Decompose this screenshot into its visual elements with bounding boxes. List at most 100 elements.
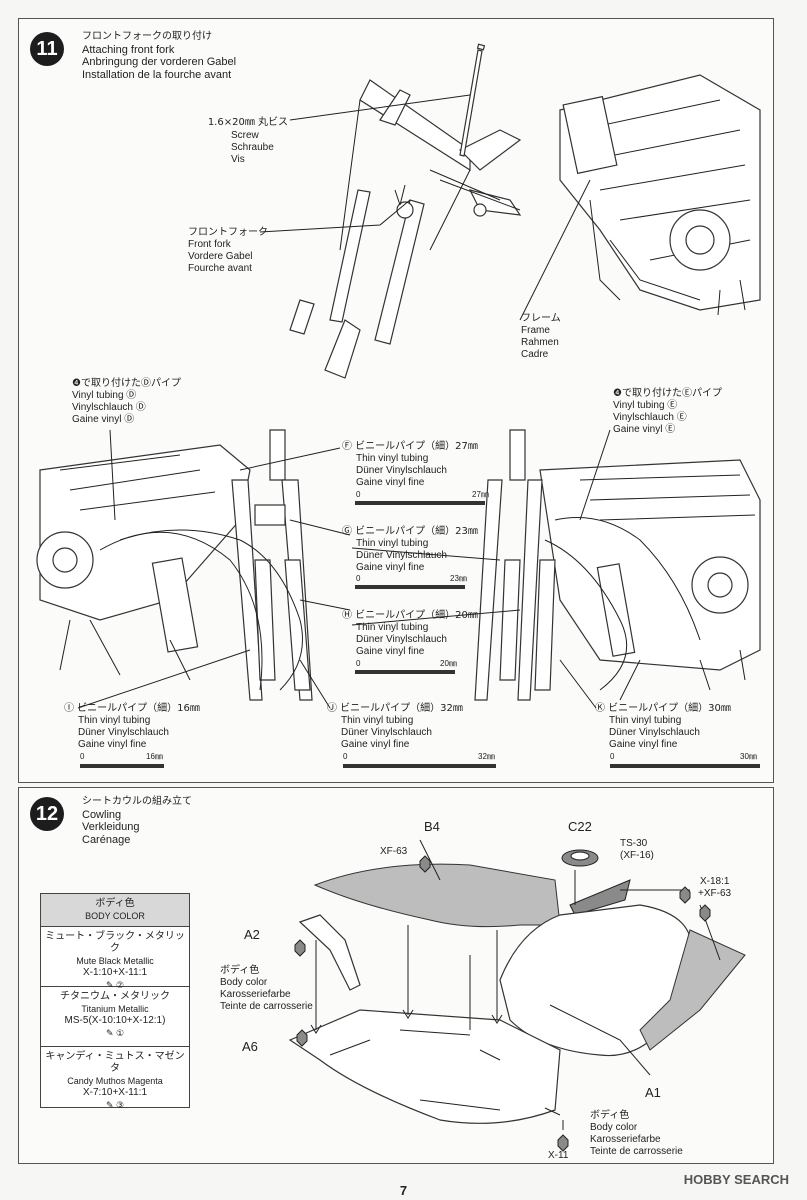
tube-k-label-jp: Ⓚ ビニールパイプ（細）30㎜ (595, 703, 731, 714)
label-mix2: +XF-63 (698, 888, 732, 899)
tube-h-label-en: Thin vinyl tubing (356, 622, 429, 633)
tube-f-length: 27㎜ (472, 490, 489, 499)
tube-h-label-jp: Ⓗ ビニールパイプ（細）20㎜ (342, 610, 478, 621)
brush-icon: ✎ (105, 1100, 116, 1110)
color-ref-number: ② (115, 980, 125, 990)
tube-j-label-jp: Ⓙ ビニールパイプ（細）32㎜ (327, 703, 463, 714)
body-color-row: キャンディ・ミュトス・マゼンタ Candy Muthos Magenta X-7… (41, 1047, 189, 1110)
color-ref: ✎ ① (41, 1027, 189, 1039)
paint-marker-tail2 (699, 904, 711, 922)
tube-i-ruler (80, 764, 164, 768)
tube-f-label-de: Düner Vinylschlauch (356, 465, 447, 476)
front-fork-label-en: Front fork (188, 239, 231, 250)
color-name-jp: ミュート・ブラック・メタリック (45, 931, 185, 954)
screw-label: 1.6×20㎜ 丸ビス (178, 117, 288, 129)
watermark: HOBBY SEARCH (683, 1172, 789, 1187)
color-mix: X-7:10+X-11:1 (82, 1087, 148, 1098)
body-color-row: ミュート・ブラック・メタリック Mute Black Metallic X-1:… (41, 927, 189, 990)
page-number: 7 (399, 1183, 408, 1198)
body-color-left-fr: Teinte de carrosserie (220, 1001, 313, 1012)
color-name-en: Mute Black Metallic (76, 956, 154, 966)
paint-marker-a2 (294, 939, 306, 957)
step-11-title: フロントフォークの取り付け Attaching front fork Anbri… (82, 31, 236, 81)
body-color-right-jp: ボディ色 (590, 1110, 630, 1121)
tube-f-ruler (355, 501, 485, 505)
a2-part (298, 914, 361, 991)
body-color-header-en: BODY COLOR (85, 911, 145, 921)
color-mix: MS-5(X-10:10+X-12:1) (64, 1015, 166, 1026)
front-fork-label-jp: フロントフォーク (188, 227, 268, 238)
seat-part (313, 863, 561, 928)
body-color-left-jp: ボディ色 (220, 965, 260, 976)
paint-marker-x11 (557, 1134, 569, 1152)
color-ref: ✎ ③ (41, 1099, 189, 1111)
left-bike-drawing (36, 429, 313, 701)
tube-h-label: Ⓗ ビニールパイプ（細）20㎜ Thin vinyl tubing Düner … (342, 610, 478, 658)
tube-h-label-fr: Gaine vinyl fine (356, 646, 425, 657)
color-ref: ✎ ② (41, 979, 189, 991)
screw-label-de: Schraube (231, 142, 274, 153)
tube-h-ruler (355, 670, 455, 674)
tube-h-zero: 0 (356, 659, 361, 668)
body-color-right-fr: Teinte de carrosserie (590, 1146, 683, 1157)
tube-g-label-jp: Ⓖ ビニールパイプ（細）23㎜ (342, 526, 478, 537)
paint-marker-a6 (296, 1029, 308, 1047)
tube-j-label-fr: Gaine vinyl fine (341, 739, 410, 750)
tube-h-length: 20㎜ (440, 659, 457, 668)
tube-i-label-en: Thin vinyl tubing (78, 715, 151, 726)
body-color-header-jp: ボディ色 (95, 898, 135, 909)
pipe-e-label-fr: Gaine vinyl Ⓔ (613, 424, 676, 435)
tube-j-label-en: Thin vinyl tubing (341, 715, 414, 726)
front-fork-label-de: Vordere Gabel (188, 251, 253, 262)
label-a2: A2 (244, 927, 260, 942)
tube-f-zero: 0 (356, 490, 361, 499)
tube-k-length: 30㎜ (740, 752, 757, 761)
step-11-title-jp: フロントフォークの取り付け (82, 31, 212, 42)
tube-g-zero: 0 (356, 574, 361, 583)
tube-i-length: 16㎜ (146, 752, 163, 761)
tube-i-label-jp: Ⓘ ビニールパイプ（細）16㎜ (64, 703, 200, 714)
pipe-d-label: ❹で取り付けたⒹパイプ Vinyl tubing Ⓓ Vinylschlauch… (72, 378, 181, 426)
tube-f-label-en: Thin vinyl tubing (356, 453, 429, 464)
body-color-table: ボディ色 BODY COLOR ミュート・ブラック・メタリック Mute Bla… (40, 893, 190, 1110)
tube-i-label: Ⓘ ビニールパイプ（細）16㎜ Thin vinyl tubing Düner … (64, 703, 200, 751)
body-color-row: チタニウム・メタリック Titanium Metallic MS-5(X-10:… (41, 987, 189, 1047)
step-11-number: 11 (30, 32, 64, 66)
tube-i-label-fr: Gaine vinyl fine (78, 739, 147, 750)
tube-j-ruler (343, 764, 496, 768)
step-11-title-en: Attaching front fork (82, 43, 175, 56)
screw-label-lang: Screw Schraube Vis (231, 130, 274, 166)
body-color-left-de: Karosseriefarbe (220, 989, 291, 1000)
color-name-jp: チタニウム・メタリック (60, 991, 170, 1002)
step-12-number: 12 (30, 797, 64, 831)
pipe-d-label-fr: Gaine vinyl Ⓓ (72, 414, 135, 425)
label-a6: A6 (242, 1039, 258, 1054)
color-ref-number: ① (115, 1028, 125, 1038)
frame-label-fr: Cadre (521, 349, 549, 360)
tube-k-label-fr: Gaine vinyl fine (609, 739, 678, 750)
tube-i-label-de: Düner Vinylschlauch (78, 727, 169, 738)
label-c22: C22 (568, 819, 592, 834)
tube-f-label: Ⓕ ビニールパイプ（細）27㎜ Thin vinyl tubing Düner … (342, 441, 478, 489)
brush-icon: ✎ (105, 980, 116, 990)
pipe-d-label-jp: ❹で取り付けたⒹパイプ (72, 378, 181, 389)
label-ts30: TS-30 (620, 838, 648, 849)
tube-j-zero: 0 (343, 752, 348, 761)
fork-drawing (289, 79, 522, 379)
tube-g-ruler (355, 585, 465, 589)
body-color-right-en: Body color (590, 1122, 638, 1133)
label-b4: B4 (424, 819, 440, 834)
label-xf16: (XF-16) (620, 850, 654, 861)
tube-f-label-jp: Ⓕ ビニールパイプ（細）27㎜ (342, 441, 478, 452)
tube-h-label-de: Düner Vinylschlauch (356, 634, 447, 645)
screw-label-en: Screw (231, 130, 259, 141)
label-mix1: X-18:1 (700, 876, 730, 887)
step-11-title-de: Anbringung der vorderen Gabel (82, 56, 237, 68)
body-color-table-header: ボディ色 BODY COLOR (41, 894, 189, 927)
pipe-e-label-de: Vinylschlauch Ⓔ (613, 412, 687, 423)
tube-k-zero: 0 (610, 752, 615, 761)
tube-i-zero: 0 (80, 752, 85, 761)
paint-marker-b4 (419, 855, 431, 873)
pipe-e-label-jp: ❹で取り付けたⒺパイプ (613, 388, 722, 399)
